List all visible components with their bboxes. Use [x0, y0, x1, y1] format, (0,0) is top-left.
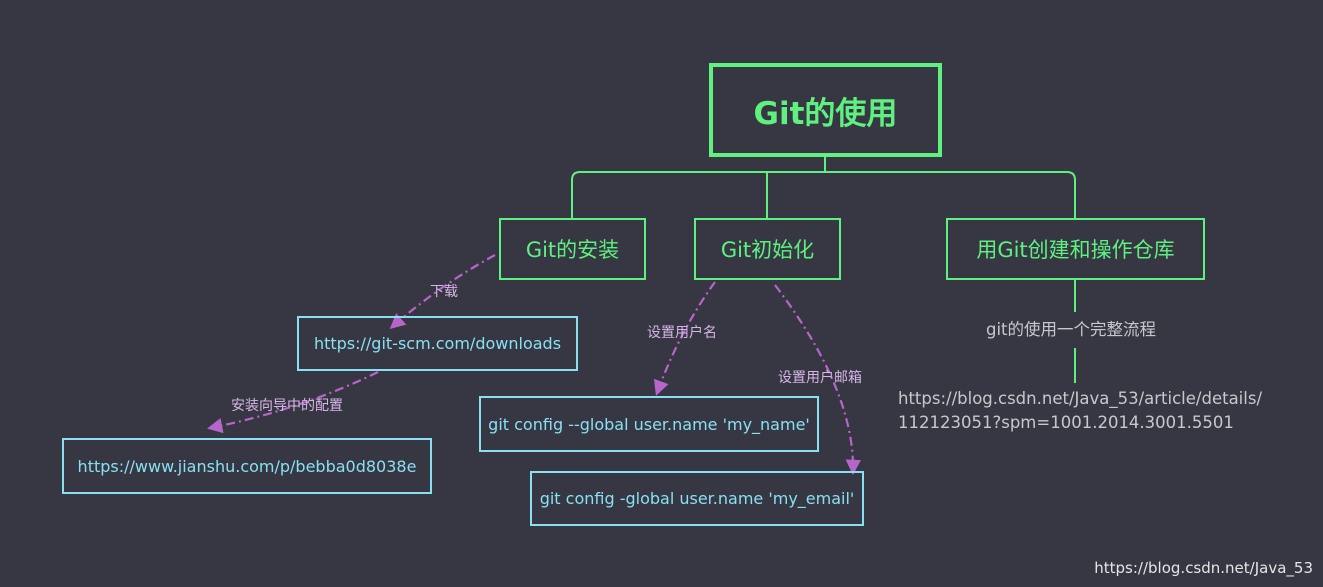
edge-label-set-email: 设置用户邮箱 [778, 370, 862, 386]
branch-repo-node[interactable]: 用Git创建和操作仓库 [946, 218, 1205, 280]
arrow-install-wizard [206, 371, 379, 434]
branch-init-label: Git初始化 [720, 238, 815, 262]
arrow-set-email [774, 284, 861, 476]
tree-connectors [571, 156, 1076, 383]
download-url-label: https://git-scm.com/downloads [313, 334, 562, 353]
config-name-label: git config --global user.name 'my_name' [488, 414, 810, 434]
jianshu-url-node[interactable]: https://www.jianshu.com/p/bebba0d8038e [62, 438, 432, 494]
repo-note-url-line2: 112123051?spm=1001.2014.3001.5501 [898, 413, 1234, 432]
branch-install-label: Git的安装 [525, 238, 620, 262]
branch-repo-label: 用Git创建和操作仓库 [976, 238, 1175, 262]
root-node[interactable]: Git的使用 [709, 63, 942, 157]
config-email-label: git config -global user.name 'my_email' [539, 489, 855, 508]
config-email-node[interactable]: git config -global user.name 'my_email' [530, 471, 864, 526]
jianshu-url-label: https://www.jianshu.com/p/bebba0d8038e [77, 456, 417, 476]
edge-label-install-wizard: 安装向导中的配置 [231, 398, 343, 414]
repo-note-title: git的使用一个完整流程 [986, 320, 1157, 339]
arrow-set-username [653, 281, 716, 396]
branch-bus [571, 171, 1076, 219]
edge-label-download: 下载 [430, 284, 458, 300]
arrow-download [389, 254, 496, 330]
repo-note-url[interactable]: https://blog.csdn.net/Java_53/article/de… [898, 387, 1262, 435]
watermark: https://blog.csdn.net/Java_53 [1094, 559, 1313, 577]
repo-note-url-line1: https://blog.csdn.net/Java_53/article/de… [898, 389, 1262, 408]
download-url-node[interactable]: https://git-scm.com/downloads [297, 316, 578, 371]
edge-label-set-username: 设置用户名 [647, 325, 717, 341]
branch-init-node[interactable]: Git初始化 [694, 218, 841, 280]
dashed-arrows [206, 254, 861, 476]
config-name-node[interactable]: git config --global user.name 'my_name' [479, 396, 819, 452]
root-label: Git的使用 [753, 95, 898, 132]
branch-install-node[interactable]: Git的安装 [499, 218, 646, 280]
